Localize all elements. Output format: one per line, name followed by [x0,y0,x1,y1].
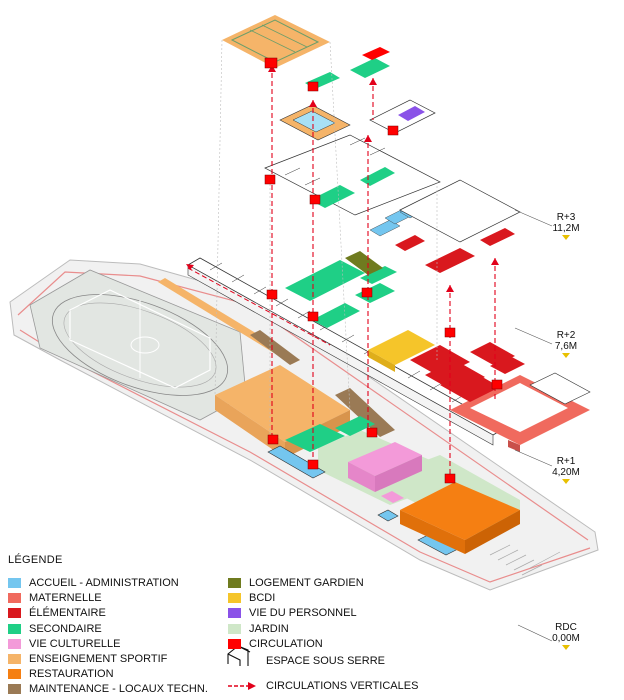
level-label: R+1 [556,456,576,467]
elementaire-r1 [410,342,525,402]
legend-swatch-accueil [8,578,21,588]
legend-label-restauration: RESTAURATION [29,668,114,681]
legend-label-circulations-verticales: CIRCULATIONS VERTICALES [266,680,419,692]
legend-swatch-elementaire [8,608,21,619]
legend-item-bcdi: BCDI [228,592,275,604]
ground-level [9,259,599,591]
legend-swatch-bcdi [228,593,241,604]
roof-courts [222,15,330,68]
legend-swatch-maintenance [8,684,21,695]
vertical-circulation [214,39,503,484]
level-height: 7,6M [554,341,578,352]
legend-item-restauration: RESTAURATION [8,668,114,680]
legend-item-secondaire: SECONDAIRE [8,623,102,635]
legend-label-maternelle: MATERNELLE [29,592,102,605]
legend-label-bcdi: BCDI [249,592,276,605]
level-label: R+3 [556,212,576,223]
level-height: 11,2M [552,223,580,234]
legend-label-logement-gardien: LOGEMENT GARDIEN [249,577,364,589]
legend-item-circulation: CIRCULATION [228,638,323,650]
vie-culturelle-block [348,442,422,492]
legend-swatch-maternelle [8,593,21,604]
legend-item-jardin: JARDIN [228,623,289,635]
accueil-block-3 [377,509,399,522]
level-reference-lines [514,209,553,642]
level-triangle-icon [562,353,570,358]
legend-swatch-logement-gardien [228,578,241,588]
legend-label-vie-du-personnel: VIE DU PERSONNEL [249,607,357,620]
level-triangle-icon [562,645,570,650]
parking [489,544,561,576]
legend-label-vie-culturelle: VIE CULTURELLE [29,637,121,650]
restauration-block [400,482,520,554]
maintenance-block [335,388,395,437]
circulations-verticales-icon [228,682,256,690]
legend-swatch-circulation [228,638,241,649]
legend-item-circulations-verticales: CIRCULATIONS VERTICALES [226,680,418,692]
legend-label-circulation: CIRCULATION [249,637,323,650]
maintenance-strip [250,330,300,365]
legend-item-elementaire: ÉLÉMENTAIRE [8,607,106,619]
accueil-block-1 [267,445,326,479]
legend-item-maintenance: MAINTENANCE - LOCAUX TECHN. [8,683,208,695]
legend-swatch-jardin [228,623,241,634]
legend-item-vie-du-personnel: VIE DU PERSONNEL [228,607,357,619]
elementaire-r2 [395,228,515,273]
level-r1 [186,251,591,452]
vie-du-personnel-block [398,106,425,121]
legend-swatch-secondaire [8,623,21,634]
legend-title: LÉGENDE [8,554,63,566]
level-r3 [222,15,436,141]
level-triangle-icon [562,235,570,240]
sport-greenhouse [279,104,351,141]
legend-swatch-vie-du-personnel [228,608,241,619]
legend-label-secondaire: SECONDAIRE [29,622,102,635]
secondaire-r1 [285,260,397,328]
level-label: RDC [555,622,577,633]
level-triangle-icon [562,479,570,484]
logement-gardien-block [345,251,383,275]
legend-label-enseignement-sportif: ENSEIGNEMENT SPORTIF [29,653,168,665]
legend-label-elementaire: ÉLÉMENTAIRE [29,607,106,620]
level-label: R+2 [556,330,576,341]
legend-label-maintenance: MAINTENANCE - LOCAUX TECHN. [29,683,208,696]
level-height: 4,20M [552,467,580,478]
legend-label-accueil: ACCUEIL - ADMINISTRATION [29,577,179,589]
level-height: 0,00M [552,633,580,644]
legend-swatch-restauration [8,669,21,680]
site-red-border [17,271,589,541]
level-r2 [264,134,521,273]
legend-item-enseignement-sportif: ENSEIGNEMENT SPORTIF [8,653,167,665]
legend-item-logement-gardien: LOGEMENT GARDIEN [228,577,364,589]
legend-item-espace-sous-serre: ESPACE SOUS SERRE [226,655,385,667]
bcdi-block [368,330,435,372]
legend-item-maternelle: MATERNELLE [8,592,102,604]
legend-label-espace-sous-serre: ESPACE SOUS SERRE [266,655,385,667]
legend-item-accueil: ACCUEIL - ADMINISTRATION [8,577,179,589]
legend-label-jardin: JARDIN [249,622,289,635]
legend-swatch-vie-culturelle [8,638,21,649]
legend-swatch-enseignement-sportif [8,654,21,664]
legend-item-vie-culturelle: VIE CULTURELLE [8,638,121,650]
